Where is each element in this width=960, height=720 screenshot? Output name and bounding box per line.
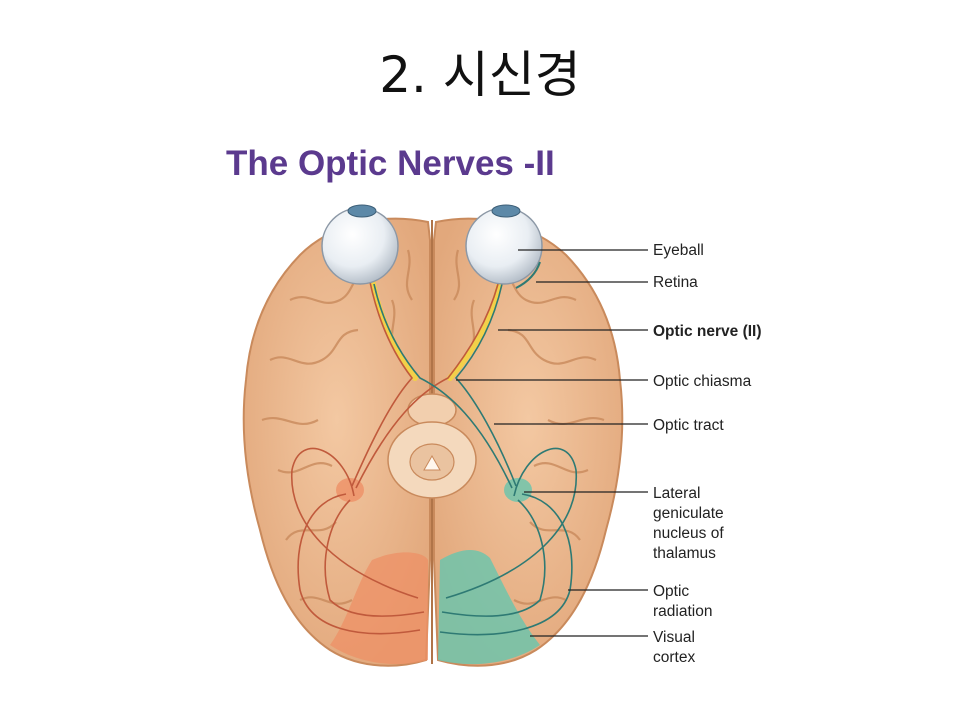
label-retina: Retina [653, 274, 698, 291]
label-optic-nerve: Optic nerve (II) [653, 323, 762, 340]
label-visual-cortex-line-1: Visual [653, 629, 695, 646]
label-lgn-line-4: thalamus [653, 545, 716, 562]
label-optic-tract: Optic tract [653, 417, 724, 434]
left-eyeball [322, 205, 398, 284]
label-eyeball: Eyeball [653, 242, 704, 259]
label-lgn-line-1: Lateral [653, 485, 700, 502]
label-visual-cortex-line-2: cortex [653, 649, 695, 666]
label-optic-radiation-line-2: radiation [653, 603, 712, 620]
label-lgn-line-3: nucleus of [653, 525, 724, 542]
label-optic-radiation-line-1: Optic [653, 583, 689, 600]
label-optic-chiasma: Optic chiasma [653, 373, 752, 390]
label-lgn-line-2: geniculate [653, 505, 724, 522]
